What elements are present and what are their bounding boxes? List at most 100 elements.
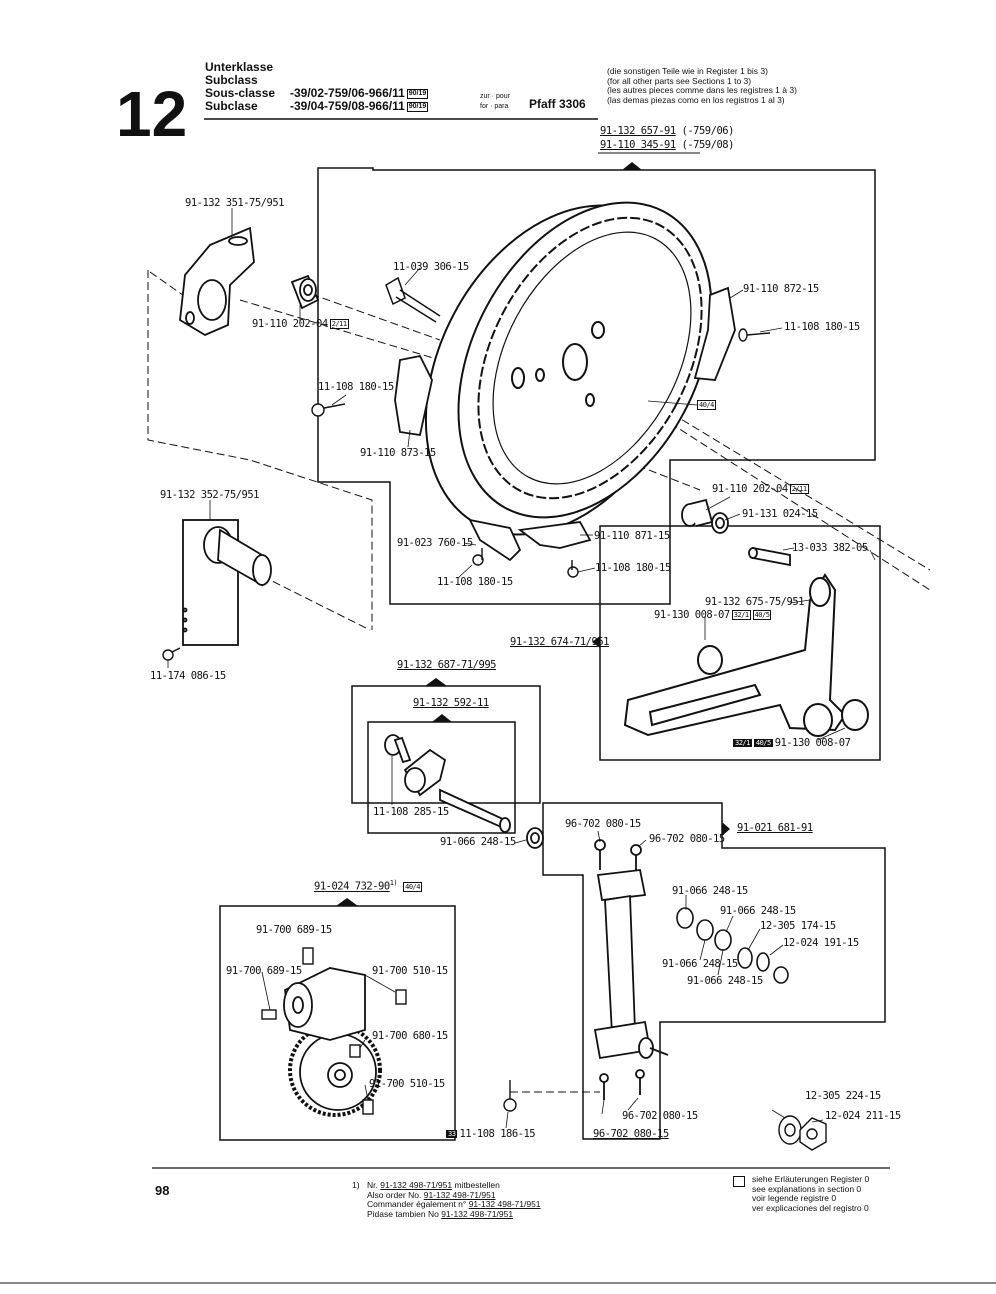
class-label-es: Subclase [205,99,258,113]
clamp-872 [693,286,736,381]
page-number: 98 [155,1183,170,1198]
label-lever-675: 91-132 675-75/951 [705,596,804,608]
footnote-mark: 1) [352,1180,360,1190]
legend-box-icon [733,1176,745,1187]
label-crank-687: 91-132 687-71/995 [397,659,496,671]
label-screw-180-a: 11-108 180-15 [784,321,860,333]
label-gear-732-footnote: 1) [389,879,398,887]
wheel-group-box [317,167,876,605]
label-screw-080-b: 96-702 080-15 [649,833,725,845]
clamp-760 [468,518,522,562]
footnote-de-ref: 91-132 498-71/951 [380,1180,453,1190]
label-setscrew-510-a: 91-700 510-15 [372,965,448,977]
note-en: (for all other parts see Sections 1 to 3… [607,75,752,86]
footnote-de: Nr. 91-132 498-71/951 mitbestellen [367,1180,541,1191]
header-notes: (die sonstigen Teile wie in Register 1 b… [607,66,797,105]
ring-248-crank [526,827,544,849]
footnote-de-pre: Nr. [367,1180,378,1190]
label-pin-382: 13-033 382-05 [792,542,868,554]
footnote-fr-pre: Commander également n° [367,1199,467,1209]
screw-180-bottom2 [567,560,579,578]
label-screw-080-d: 96-702 080-15 [593,1128,669,1140]
label-box-40-4: 40/4 [697,399,716,411]
top-ref-2-code: 91-110 345-91 [600,139,676,151]
screw-186 [503,1080,517,1112]
setscrew-510-top [395,989,407,1005]
label-bushing-008-b-box2: 40/5 [753,739,773,747]
subclass-code-2: -39/04-759/08-966/11 [290,99,405,113]
label-clamp-872: 91-110 872-15 [743,283,819,295]
subclass-code-1: -39/02-759/06-966/11 [290,86,405,100]
footnote-de-post: mitbestellen [454,1180,500,1190]
label-nut-211: 12-024 211-15 [825,1110,901,1122]
screw-180-bottom1 [472,548,484,566]
label-washer-224: 12-305 224-15 [805,1090,881,1102]
label-screw-285: 11-108 285-15 [373,806,449,818]
label-washer-024: 91-131 024-15 [742,508,818,520]
footnote-en-ref: 91-132 498-71/951 [423,1189,496,1200]
label-spacer-202-box: 2/11 [329,319,349,329]
label-conrod-681: 91-021 681-91 [737,822,813,834]
gear-assembly [283,967,382,1117]
class-label-fr: Sous-classe [205,86,276,100]
label-clamp-873: 91-110 873-15 [360,447,436,459]
label-bushing-008-box1: 32/1 [731,610,751,620]
gear-group-box [219,905,456,1141]
label-gear-732-box: 40/4 [403,881,422,892]
class-labels: Unterklasse Subclass Sous-classe Subclas… [205,61,275,113]
label-ring-248-b: 91-066 248-15 [672,885,748,897]
label-screw-180-c: 11-108 180-15 [437,576,513,588]
label-screw-080-a: 96-702 080-15 [565,818,641,830]
top-ref-2-suffix: (-759/08) [681,139,735,151]
label-gear-732: 91-024 732-901)40/4 [314,877,422,893]
label-spacer-202-b-box: 2/11 [789,484,809,494]
screw-306 [385,276,441,323]
for-label-2: for · para [480,103,509,110]
top-ref-2: 91-110 345-91 (-759/08) [600,139,734,151]
label-screw-306: 11-039 306-15 [393,261,469,273]
footnote-en: Also order No. 91-132 498-71/951 [367,1189,541,1201]
label-setscrew-689-a: 91-700 689-15 [256,924,332,936]
label-screw-186-code: 11-108 186-15 [459,1128,536,1140]
screw-086 [162,647,181,661]
label-lever-674: 91-132 674-71/951 [510,636,609,648]
bracket-top [179,226,255,337]
label-screw-180-b: 11-108 180-15 [318,381,394,393]
handwheel [424,201,713,536]
label-screw-180-d: 11-108 180-15 [595,562,671,574]
ref-box-2: 90/19 [406,101,429,112]
for-label-1: zur · pour [480,93,510,100]
legend-text: siehe Erläuterungen Register 0 see expla… [752,1174,870,1213]
screw-180-right [738,328,771,342]
spacer-202-right [681,498,714,527]
label-screw-080-c: 96-702 080-15 [622,1110,698,1122]
screw-180-left [311,403,346,417]
note-de: (die sonstigen Teile wie in Register 1 b… [607,66,768,76]
label-ring-248-a: 91-066 248-15 [440,836,516,848]
label-screw-086: 11-174 086-15 [150,670,226,682]
setscrew-689-left [261,1009,277,1020]
label-bracket-351: 91-132 351-75/951 [185,197,284,209]
setscrew-689-top [302,947,314,965]
label-ring-248-c: 91-066 248-15 [720,905,796,917]
footnote-es-pre: Pidase tambien No [367,1208,439,1219]
label-bushing-008-code: 91-130 008-07 [654,609,730,621]
footnote-es-ref: 91-132 498-71/951 [441,1208,514,1219]
footnote-fr-ref: 91-132 498-71/951 [468,1199,541,1209]
top-ref-1: 91-132 657-91 (-759/06) [600,125,734,137]
conrod [593,839,669,1100]
note-es: (las demas piezas como en los registros … [607,94,785,105]
legend-de: siehe Erläuterungen Register 0 [752,1174,870,1184]
crank-group-box [351,685,541,804]
legend-en: see explanations in section 0 [752,1183,862,1194]
lever-group-box [599,525,881,761]
label-bushing-008-b-code: 91-130 008-07 [774,737,851,749]
legend-es: ver explicaciones del registro 0 [752,1202,869,1213]
label-ring-174: 12-305 174-15 [760,920,836,932]
footnote-en-pre: Also order No. [367,1189,422,1200]
footnotes: Nr. 91-132 498-71/951 mitbestellen Also … [367,1180,541,1219]
